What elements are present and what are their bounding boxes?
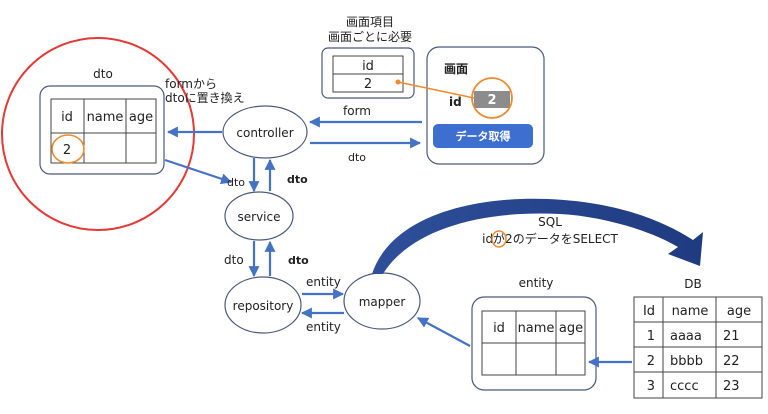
- db-row3-name: cccc: [670, 379, 699, 394]
- form-note-line1: formから: [165, 77, 217, 91]
- screen-id-label: id: [449, 95, 462, 109]
- db-header-age: age: [727, 304, 751, 319]
- screen-items-header: id: [362, 59, 374, 74]
- dto-down-label-1: dto: [227, 176, 245, 189]
- fetch-data-button[interactable]: [433, 124, 533, 148]
- sql-label-line2: idが2のデータをSELECT: [482, 231, 618, 246]
- sql-id-highlight: [491, 230, 507, 248]
- db-header-id: Id: [643, 304, 655, 319]
- dto-cell-id: 2: [63, 143, 71, 158]
- dto-header-name: name: [87, 110, 124, 125]
- entity-right-label: entity: [306, 275, 341, 289]
- mapper-label: mapper: [359, 295, 406, 309]
- repository-label: repository: [233, 299, 294, 313]
- db-row3-id: 3: [647, 379, 655, 394]
- entity-header-name: name: [518, 321, 555, 336]
- dto-up-label-1: dto: [287, 173, 308, 186]
- db-title: DB: [684, 277, 701, 291]
- entity-left-label: entity: [306, 320, 341, 334]
- db-row2-age: 22: [723, 354, 740, 369]
- screen-title: 画面: [444, 62, 468, 76]
- dto-header-id: id: [61, 110, 73, 125]
- db-row2-name: bbbb: [670, 354, 703, 369]
- screen-items-value: 2: [364, 77, 372, 92]
- form-arrow-label: form: [343, 104, 371, 118]
- dto-table-title: dto: [93, 67, 113, 81]
- repository-node: [224, 276, 302, 334]
- sql-label-line1: SQL: [538, 215, 562, 229]
- dto-table-grid: [50, 98, 157, 164]
- controller-node: [222, 105, 308, 159]
- service-label: service: [238, 210, 281, 224]
- dto-highlight-circle: [1, 37, 195, 231]
- screen-items-connector: [397, 81, 475, 99]
- sql-sweep-arrow: [372, 198, 703, 274]
- db-row1-age: 21: [723, 329, 740, 344]
- entity-table-title: entity: [519, 276, 554, 290]
- screen-id-value: 2: [487, 93, 496, 108]
- dto-up-label-2: dto: [288, 254, 309, 267]
- screen-items-container: [321, 47, 415, 99]
- screen-items-title-2: 画面ごとに必要: [328, 29, 412, 44]
- entity-to-mapper-arrow: [417, 317, 471, 347]
- dto-to-screen-label: dto: [348, 151, 366, 164]
- db-row1-name: aaaa: [670, 329, 702, 344]
- db-row1-id: 1: [647, 329, 655, 344]
- fetch-data-button-label: データ取得: [456, 129, 511, 143]
- dto-down-label-2: dto: [224, 253, 244, 267]
- entity-header-id: id: [493, 321, 505, 336]
- dto-header-age: age: [129, 110, 153, 125]
- dto-id-highlight: [51, 134, 85, 164]
- dto-table-container: [39, 85, 165, 175]
- screen-items-title-1: 画面項目: [346, 15, 394, 29]
- entity-header-age: age: [559, 321, 583, 336]
- form-note-line2: dtoに置き換え: [165, 91, 245, 105]
- db-row3-age: 23: [723, 379, 740, 394]
- controller-label: controller: [236, 126, 293, 140]
- screen-id-value-box[interactable]: [474, 91, 510, 108]
- db-row2-id: 2: [647, 354, 655, 369]
- db-header-name: name: [672, 304, 709, 319]
- dto-to-service-arrow: [164, 158, 233, 185]
